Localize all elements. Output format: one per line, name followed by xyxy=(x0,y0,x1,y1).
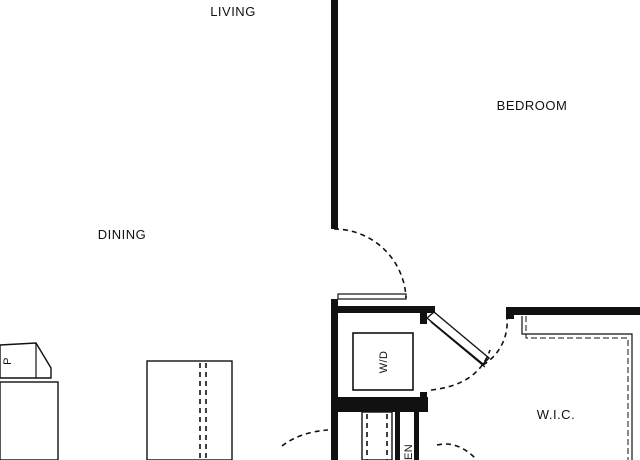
wic-wall-top xyxy=(506,307,640,315)
room-label-wic: W.I.C. xyxy=(537,407,575,422)
wic-shelf-outer xyxy=(521,316,633,460)
laundry-wall-corner xyxy=(420,312,427,324)
kitchen-cabinet xyxy=(146,360,233,460)
washer-dryer: W/D xyxy=(352,332,414,391)
linen-closet-frame xyxy=(361,411,393,460)
linen-label-partial: EN xyxy=(403,444,415,460)
room-label-dining: DINING xyxy=(98,227,147,242)
kitchen-island-partial xyxy=(0,381,59,460)
wic-shelf-inner xyxy=(525,316,629,460)
laundry-wall-top xyxy=(331,306,435,313)
laundry-wall-bottom xyxy=(331,397,428,412)
room-label-living: LIVING xyxy=(210,4,256,19)
pantry-label: P xyxy=(2,357,14,365)
bifold-door-inner-line xyxy=(430,321,486,368)
lower-right-door-arc xyxy=(436,443,478,460)
bifold-door-panel xyxy=(425,311,491,365)
laundry-wall-right-stub xyxy=(420,392,427,412)
pantry-marker-shape xyxy=(0,342,52,379)
washer-dryer-box xyxy=(352,332,414,391)
cabinet-outline xyxy=(146,360,233,460)
bedroom-door-swing-arc xyxy=(333,228,407,299)
bedroom-door xyxy=(333,228,407,300)
pantry-marker: P xyxy=(0,342,52,379)
linen-closet-gap xyxy=(400,412,414,460)
wic-door-swing-arc xyxy=(482,317,508,366)
laundry-door-swing-arc xyxy=(430,349,491,391)
wic-shelving xyxy=(521,316,633,460)
laundry-bifold-door xyxy=(425,311,491,391)
room-label-bedroom: BEDROOM xyxy=(497,98,568,113)
laundry-wall-left xyxy=(331,299,338,460)
wic-wall-post xyxy=(506,307,514,319)
bedroom-living-wall xyxy=(331,0,338,229)
lower-left-door-arc xyxy=(281,429,329,447)
linen-closet: EN xyxy=(361,411,419,460)
washer-dryer-label: W/D xyxy=(378,351,390,374)
bedroom-door-leaf xyxy=(337,293,407,300)
